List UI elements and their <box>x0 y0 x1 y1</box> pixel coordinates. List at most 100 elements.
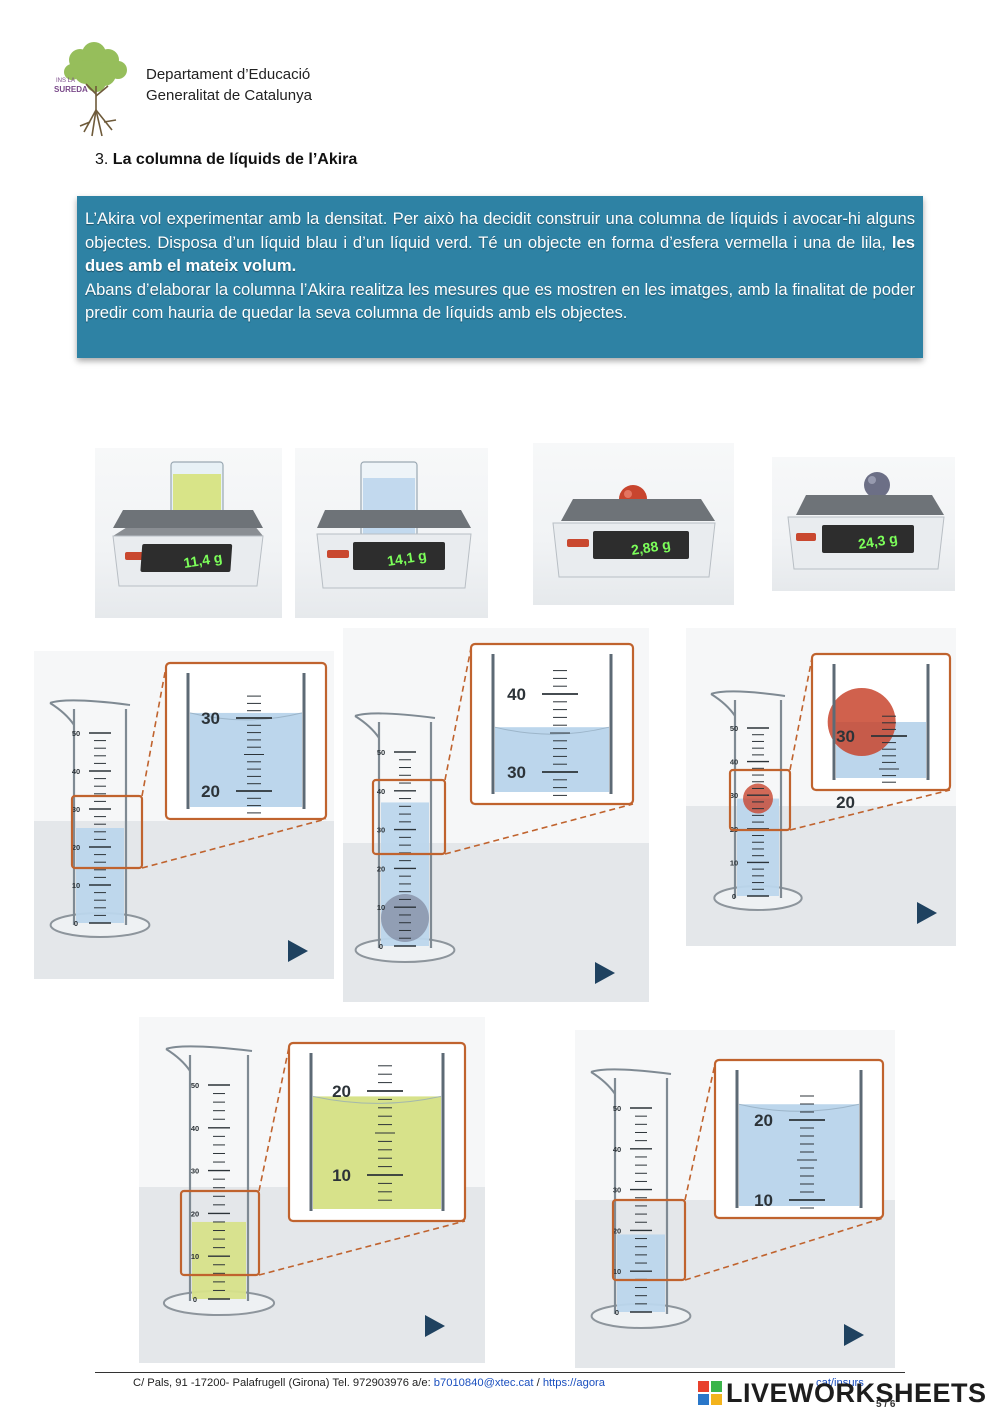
scale-reading: 24,3 g <box>857 530 899 552</box>
zoom-focus-frame <box>728 768 792 832</box>
scale-tick-label: 10 <box>613 1267 621 1276</box>
play-icon[interactable] <box>917 902 937 924</box>
cylinder-spout <box>165 1045 253 1072</box>
footer-address: C/ Pals, 91 -17200- Palafrugell (Girona)… <box>133 1377 434 1389</box>
zoom-liquid <box>313 1096 441 1209</box>
tree-logo-icon: INS LA SUREDA <box>54 42 127 137</box>
logo-text-bottom: SUREDA <box>54 85 88 94</box>
table-surface <box>686 806 956 946</box>
intro-text-box: L’Akira vol experimentar amb la densitat… <box>77 196 923 358</box>
zoom-tick-label: 10 <box>332 1166 351 1185</box>
cylinder-wall <box>613 1078 669 1314</box>
zoom-connector <box>789 789 951 831</box>
org-line-1: Departament d’Educació <box>146 66 311 83</box>
logo-text-top: INS LA <box>56 78 75 84</box>
scale-tick-label: 0 <box>379 942 383 951</box>
zoom-focus-frame <box>611 1198 687 1282</box>
zoom-connector <box>444 803 634 855</box>
scale-tick-label: 10 <box>191 1252 199 1261</box>
scale-tick-label: 50 <box>613 1104 621 1113</box>
scale-tick-label: 40 <box>72 767 80 776</box>
cylinder-wall <box>733 700 783 898</box>
scale-panel-red-sphere: 2,88 g <box>533 443 734 605</box>
intro-paragraph-2: Abans d’elaborar la columna l’Akira real… <box>85 279 915 323</box>
organization-name: Departament d’Educació Generalitat de Ca… <box>146 64 312 106</box>
purple-sphere-icon <box>864 472 890 498</box>
footer-email-link[interactable]: b7010840@xtec.cat <box>433 1377 534 1389</box>
zoom-connector <box>684 1063 716 1201</box>
zoom-tick-label: 20 <box>754 1111 773 1130</box>
scale-tick-label: 40 <box>377 787 385 796</box>
scale-tick-label: 30 <box>730 791 738 800</box>
zoom-meniscus <box>189 712 303 721</box>
scale-tick-label: 10 <box>730 858 738 867</box>
zoom-tick-label: 30 <box>201 709 220 728</box>
footer-url-tail: cat/insurs <box>816 1377 864 1389</box>
zoom-tick-label: 20 <box>201 782 220 801</box>
zoom-meniscus <box>494 726 610 735</box>
zoom-tick-label: 20 <box>836 793 855 812</box>
zoom-tick-label: 40 <box>507 685 526 704</box>
zoom-connector <box>789 657 813 771</box>
scale-tick-label: 50 <box>377 748 385 757</box>
zoom-connector <box>258 1046 290 1192</box>
scale-tick-label: 10 <box>377 903 385 912</box>
scale-tick-label: 30 <box>191 1167 199 1176</box>
intro-p1-bold: les dues amb el mateix volum. <box>85 232 915 276</box>
liveworksheets-logo: LIVEWORKSHEETS <box>726 1378 987 1408</box>
footer-divider <box>95 1372 905 1373</box>
scale-panel-blue-liquid: 14,1 g <box>295 448 488 618</box>
zoom-connector <box>141 818 327 869</box>
play-icon[interactable] <box>595 962 615 984</box>
footer-separator: / <box>533 1377 543 1389</box>
footer-url-link[interactable]: https://agora <box>542 1377 606 1389</box>
zoom-liquid <box>495 727 609 792</box>
play-icon[interactable] <box>425 1315 445 1337</box>
school-logo: INS LA SUREDA <box>52 36 134 140</box>
zoom-connector <box>444 647 472 781</box>
zoom-focus-frame <box>371 778 447 856</box>
play-icon[interactable] <box>844 1324 864 1346</box>
zoom-focus-frame <box>179 1189 261 1277</box>
footer-contact: C/ Pals, 91 -17200- Palafrugell (Girona)… <box>133 1377 605 1389</box>
liveworksheets-badge-icon <box>698 1381 722 1405</box>
zoom-liquid <box>739 1104 859 1206</box>
cylinder-wall <box>377 722 433 948</box>
liquid-blue <box>737 798 779 896</box>
scale-tick-label: 20 <box>191 1209 199 1218</box>
section-heading: 3. La columna de líquids de l’Akira <box>95 151 357 169</box>
cylinder-spout <box>590 1068 672 1095</box>
scale-tick-label: 40 <box>613 1145 621 1154</box>
scale-tick-label: 0 <box>615 1308 619 1317</box>
cylinder-spout <box>354 712 436 739</box>
zoom-connector <box>258 1220 466 1276</box>
scale-tick-label: 40 <box>191 1124 199 1133</box>
red-sphere-icon <box>743 783 773 814</box>
purple-sphere-icon <box>381 894 429 942</box>
scale-tick-label: 50 <box>72 729 80 738</box>
zoom-meniscus <box>738 1103 860 1112</box>
scale-tick-label: 30 <box>613 1186 621 1195</box>
scale-reading: 11,4 g <box>182 549 223 571</box>
scale-reading: 2,88 g <box>630 536 672 558</box>
scale-tick-label: 20 <box>72 843 80 852</box>
cylinder-spout <box>49 699 131 726</box>
scale-tick-label: 20 <box>613 1226 621 1235</box>
liquid-green <box>192 1221 246 1299</box>
zoom-tick-label: 30 <box>507 763 526 782</box>
scale-tick-label: 0 <box>193 1295 197 1304</box>
cylinder-wall <box>188 1055 250 1301</box>
intro-paragraph-1: L’Akira vol experimentar amb la densitat… <box>85 207 915 278</box>
scale-tick-label: 30 <box>377 826 385 835</box>
cylinder-wall <box>72 709 128 925</box>
scale-panel-green-liquid: 11,4 g <box>95 448 282 618</box>
play-icon[interactable] <box>288 940 308 962</box>
scale-tick-label: 30 <box>72 805 80 814</box>
scale-tick-label: 0 <box>732 892 736 901</box>
liquid-blue <box>76 828 124 923</box>
scale-panel-purple-sphere: 24,3 g <box>772 457 955 591</box>
section-number: 3. <box>95 151 109 168</box>
